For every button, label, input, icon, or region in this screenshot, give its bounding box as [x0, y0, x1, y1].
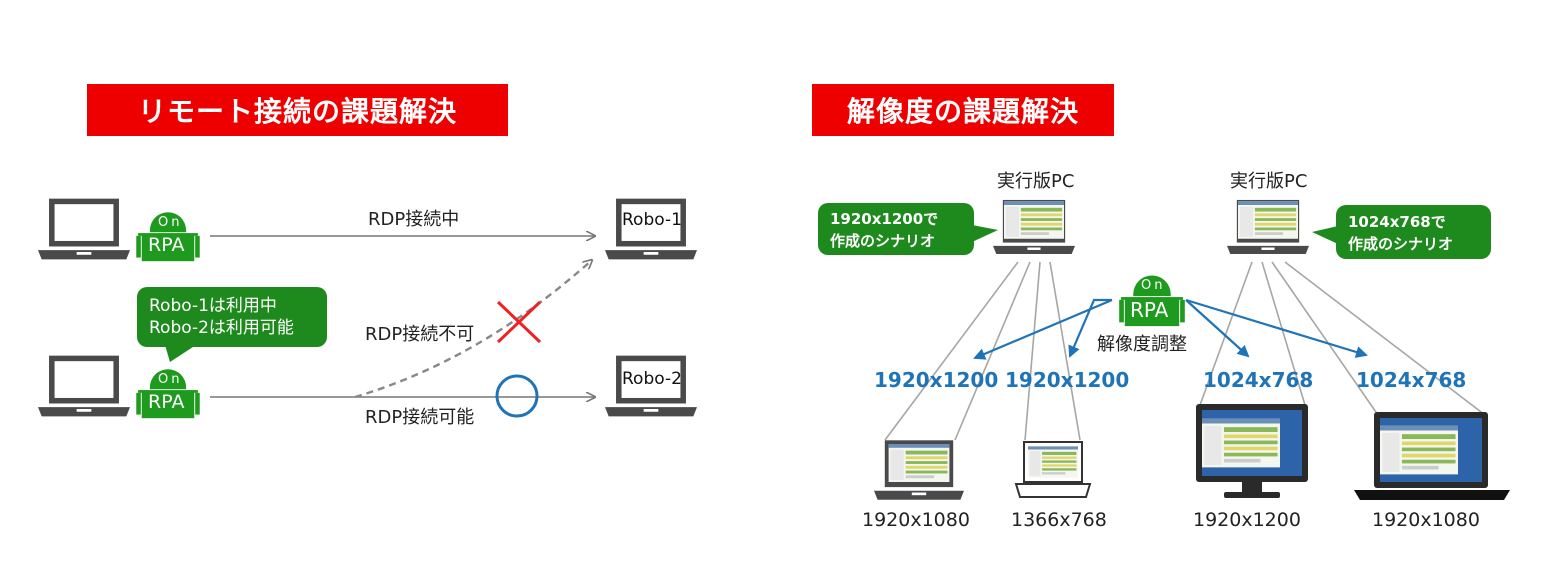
adjusted-resolution: 1024x768: [1356, 368, 1467, 392]
rpa-badge-label: RPA: [148, 234, 185, 256]
rpa-badge-on: On: [158, 372, 183, 387]
adjusted-resolution: 1920x1200: [874, 368, 999, 392]
status-line-1: Robo-1は利用中: [149, 296, 277, 316]
device-resolution: 1920x1200: [1193, 509, 1301, 531]
robo2-label: Robo-2: [622, 369, 682, 389]
rdp-unavailable-arrow: [354, 260, 592, 399]
exec-pc-1-label: 実行版PC: [997, 171, 1075, 192]
device-laptop-1920x1080-icon: [874, 440, 964, 500]
left-panel-title: リモート接続の課題解決: [87, 84, 508, 136]
scenario-bubble-2-line2: 作成のシナリオ: [1348, 235, 1454, 253]
device-resolution: 1920x1080: [1372, 509, 1480, 531]
robo1-label: Robo-1: [622, 210, 682, 230]
device-wide-laptop-1920x1080-icon: [1354, 412, 1510, 500]
rdp-unavailable-label: RDP接続不可: [365, 324, 475, 345]
device-monitor-1920x1200-icon: [1196, 404, 1308, 498]
status-line-2: Robo-2は利用可能: [149, 318, 294, 338]
rpa-badge-on: On: [1141, 278, 1166, 293]
bubble-tail: [1312, 226, 1338, 244]
rdp-connected-label: RDP接続中: [368, 209, 460, 230]
resolution-adjust-arrows: [973, 298, 1368, 360]
scenario-bubble-1-line1: 1920x1200で: [830, 210, 939, 228]
status-bubble: Robo-1は利用中 Robo-2は利用可能: [137, 287, 327, 347]
exec-pc-2-label: 実行版PC: [1230, 171, 1308, 192]
adjusted-resolution: 1024x768: [1203, 368, 1314, 392]
adjust-label: 解像度調整: [1097, 334, 1187, 355]
bubble-tail: [972, 225, 998, 242]
bubble-tail: [165, 345, 196, 362]
cross-icon: [496, 300, 542, 344]
rpa-badge-on: On: [158, 215, 183, 230]
adjusted-resolution: 1920x1200: [1005, 368, 1130, 392]
exec-pc-2-icon: [1227, 199, 1309, 255]
exec-pc-1-icon: [993, 199, 1075, 255]
scenario-bubble-1-line2: 作成のシナリオ: [830, 232, 936, 250]
scenario-bubble-1: 1920x1200で 作成のシナリオ: [818, 203, 974, 255]
device-resolution: 1366x768: [1011, 509, 1107, 531]
circle-ok-icon: [495, 374, 539, 418]
rpa-badge-label: RPA: [148, 391, 185, 413]
device-resolution: 1920x1080: [862, 509, 970, 531]
right-panel-title: 解像度の課題解決: [812, 84, 1114, 136]
device-laptop-1366x768-icon: [1014, 441, 1092, 498]
rdp-available-label: RDP接続可能: [365, 407, 475, 428]
client-laptop-2-icon: [38, 355, 130, 417]
scenario-bubble-2: 1024x768で 作成のシナリオ: [1336, 205, 1491, 259]
rpa-badge-label: RPA: [1130, 298, 1169, 322]
client-laptop-1-icon: [38, 198, 130, 260]
scenario-bubble-2-line1: 1024x768で: [1348, 213, 1446, 231]
